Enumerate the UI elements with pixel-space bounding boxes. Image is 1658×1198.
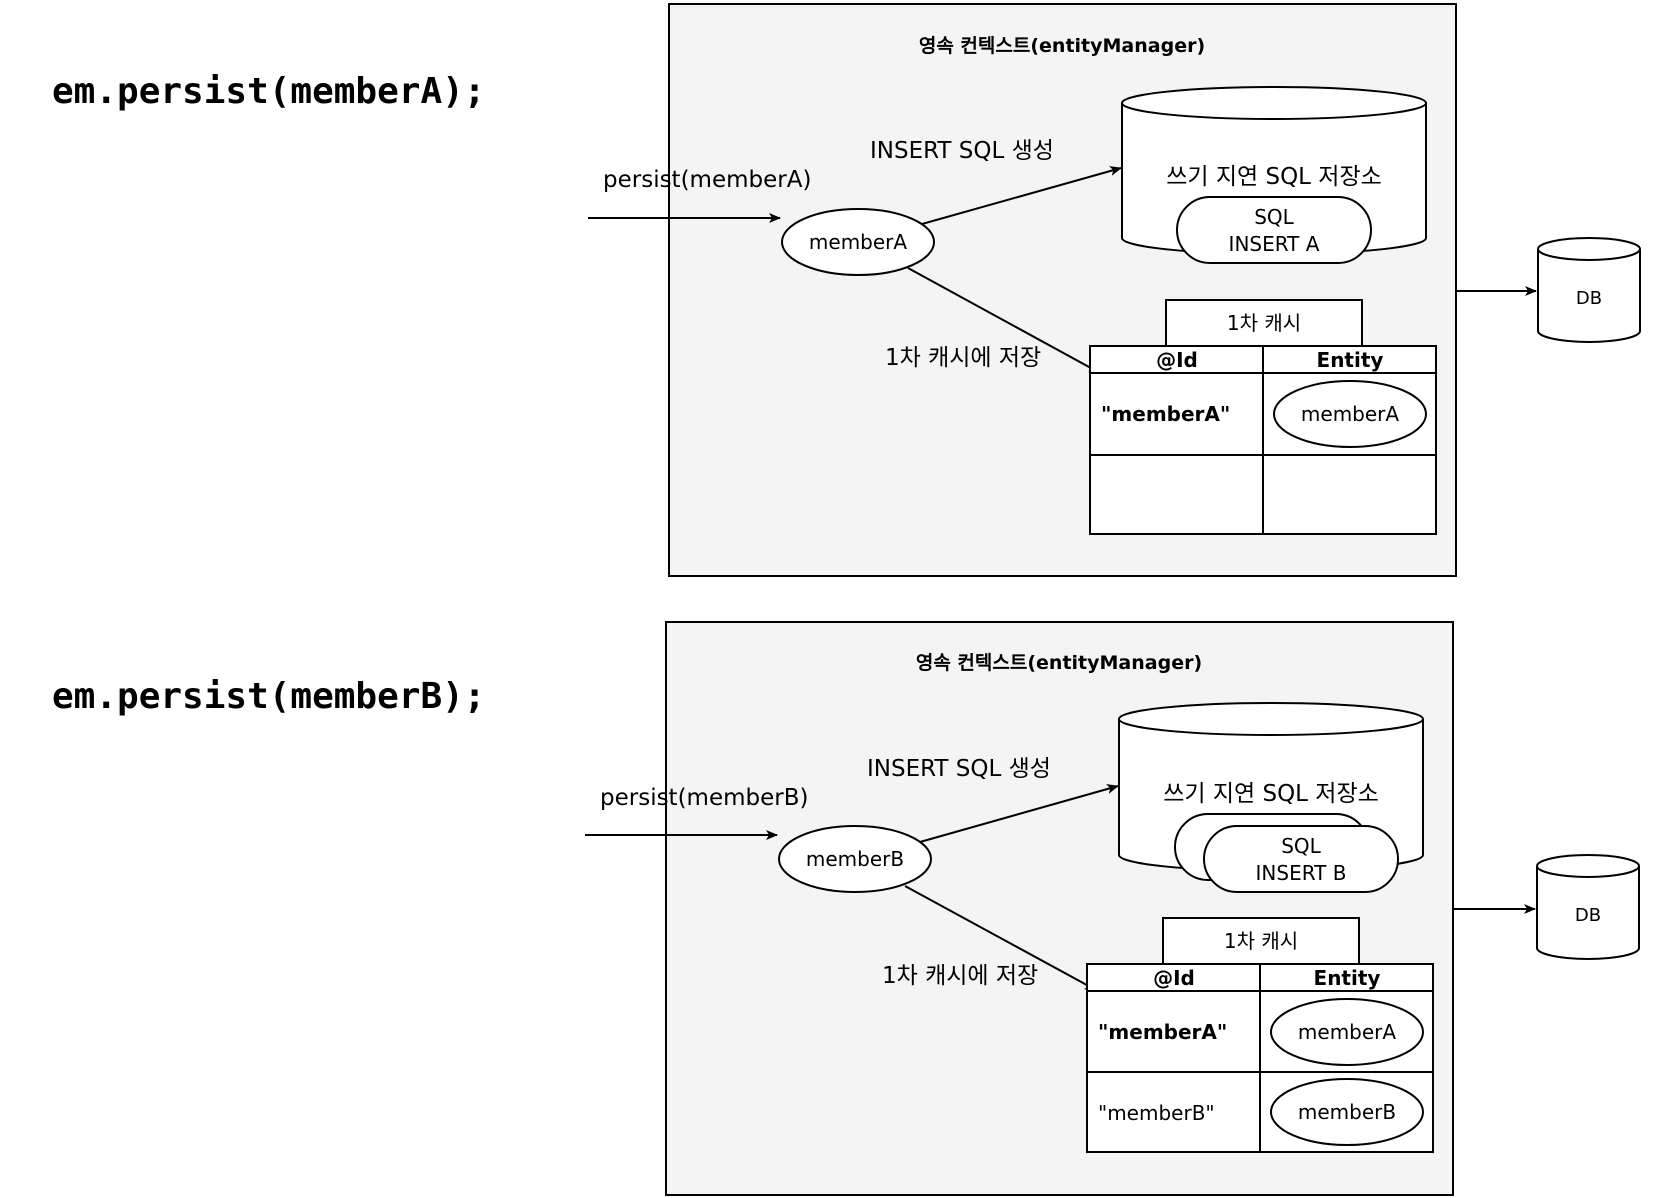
cache-row-entity: memberB bbox=[1298, 1100, 1396, 1124]
cache-header-id: @Id bbox=[1153, 966, 1195, 990]
db-label: DB bbox=[1575, 905, 1601, 926]
cache-table bbox=[1089, 345, 1437, 535]
cache-store-arrow bbox=[904, 885, 1097, 991]
panel-member-b: em.persist(memberB); 영속 컨텍스트(entityManag… bbox=[52, 621, 1640, 1196]
insert-sql-arrow bbox=[919, 784, 1119, 843]
panel-member-a: em.persist(memberA); 영속 컨텍스트(entityManag… bbox=[52, 3, 1641, 577]
db-cylinder bbox=[1536, 854, 1640, 960]
entity-node bbox=[778, 825, 932, 893]
sql-store-label: 쓰기 지연 SQL 저장소 bbox=[1166, 164, 1382, 190]
sql-line-1: SQL bbox=[1254, 205, 1294, 229]
code-line: em.persist(memberA); bbox=[52, 71, 485, 112]
cache-row: "memberA" memberA bbox=[1101, 380, 1427, 448]
cache-row-id: "memberA" bbox=[1101, 402, 1230, 426]
cache-store-label: 1차 캐시에 저장 bbox=[885, 345, 1041, 371]
cache-header-entity: Entity bbox=[1317, 348, 1384, 372]
cache-row-entity: memberA bbox=[1298, 1020, 1396, 1044]
sql-statement bbox=[1203, 825, 1399, 893]
code-line: em.persist(memberB); bbox=[52, 676, 485, 717]
sql-line-1: SQL bbox=[1281, 834, 1321, 858]
insert-sql-label: INSERT SQL 생성 bbox=[867, 756, 1051, 782]
cache-store-label: 1차 캐시에 저장 bbox=[882, 963, 1038, 989]
sql-store-label: 쓰기 지연 SQL 저장소 bbox=[1163, 781, 1379, 807]
sql-line-2: INSERT B bbox=[1256, 861, 1347, 885]
cache-row: "memberA" memberA bbox=[1098, 998, 1424, 1066]
cache-row-entity-node bbox=[1270, 1078, 1424, 1146]
cache-store-arrow bbox=[907, 267, 1101, 374]
cache-title: 1차 캐시 bbox=[1227, 311, 1301, 335]
entity-node bbox=[781, 208, 935, 276]
cache-header-entity: Entity bbox=[1314, 966, 1381, 990]
entity-node-label: memberB bbox=[806, 847, 904, 871]
cache-row-entity-node bbox=[1270, 998, 1424, 1066]
cache-row-entity: memberA bbox=[1301, 402, 1399, 426]
sql-statement bbox=[1176, 196, 1372, 264]
insert-sql-label: INSERT SQL 생성 bbox=[870, 138, 1054, 164]
persist-call-label: persist(memberB) bbox=[600, 785, 808, 811]
sql-line-2: INSERT A bbox=[1229, 232, 1320, 256]
insert-sql-arrow bbox=[921, 166, 1122, 225]
cache-title: 1차 캐시 bbox=[1224, 929, 1298, 953]
context-title: 영속 컨텍스트(entityManager) bbox=[916, 652, 1202, 674]
cache-row-id: "memberB" bbox=[1098, 1101, 1215, 1125]
db-label: DB bbox=[1576, 288, 1602, 309]
persist-call-label: persist(memberA) bbox=[603, 167, 811, 193]
cache-row-entity-node bbox=[1273, 380, 1427, 448]
cache-header-id: @Id bbox=[1156, 348, 1198, 372]
cache-row-id: "memberA" bbox=[1098, 1020, 1227, 1044]
db-cylinder bbox=[1537, 237, 1641, 343]
cache-row: "memberB" memberB bbox=[1098, 1078, 1424, 1146]
context-title: 영속 컨텍스트(entityManager) bbox=[919, 35, 1205, 57]
entity-node-label: memberA bbox=[809, 230, 907, 254]
